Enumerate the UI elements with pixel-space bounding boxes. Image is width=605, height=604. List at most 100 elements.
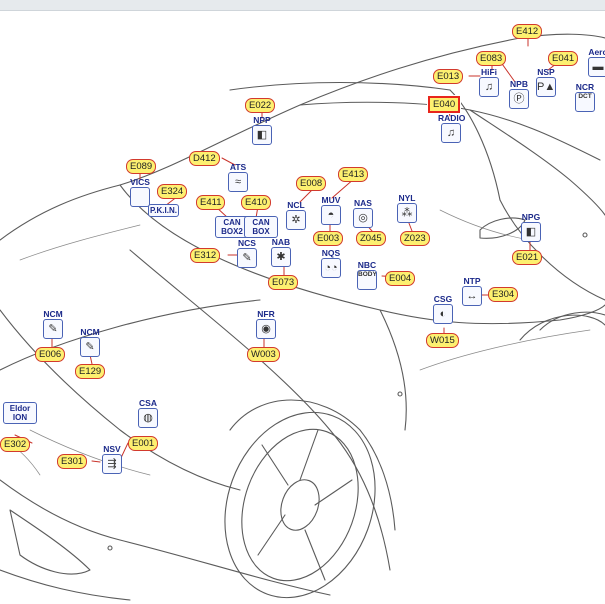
module-label: HiFi bbox=[480, 67, 498, 77]
npg-icon: ◧ bbox=[521, 222, 541, 242]
connector-tag-e041[interactable]: E041 bbox=[548, 51, 579, 66]
connector-tag-e411[interactable]: E411 bbox=[196, 195, 226, 210]
module-label: NAB bbox=[271, 237, 291, 247]
module-label: NSP bbox=[537, 67, 555, 77]
module-label: Aero bbox=[588, 47, 605, 57]
module-nyl[interactable]: NYL⁂ bbox=[394, 194, 420, 223]
connector-tag-e129[interactable]: E129 bbox=[75, 364, 106, 379]
npb-icon: Ⓟ bbox=[509, 89, 529, 109]
module-canbox2[interactable]: CAN BOX2 bbox=[215, 216, 249, 238]
module-npg[interactable]: NPG◧ bbox=[518, 213, 544, 242]
module-ncm2[interactable]: NCM✎ bbox=[77, 328, 103, 357]
module-label: MUV bbox=[321, 195, 341, 205]
module-label: RADIO bbox=[438, 113, 466, 123]
module-label: NPP bbox=[253, 115, 271, 125]
module-aero[interactable]: Aero▬ bbox=[585, 48, 605, 77]
nfr-icon: ◉ bbox=[256, 319, 276, 339]
module-csg[interactable]: CSG◐ bbox=[430, 295, 456, 324]
connector-tag-e410[interactable]: E410 bbox=[241, 195, 272, 210]
module-nsv[interactable]: NSV⇶ bbox=[99, 445, 125, 474]
module-label: NFR bbox=[257, 309, 275, 319]
nqs-icon: ◔◔ bbox=[321, 258, 341, 278]
csg-icon: ◐ bbox=[433, 304, 453, 324]
module-vics[interactable]: VICS bbox=[127, 178, 153, 207]
vics-icon bbox=[130, 187, 150, 207]
module-label: NCL bbox=[287, 200, 305, 210]
nas-icon: ◎ bbox=[353, 208, 373, 228]
module-label: NYL bbox=[398, 193, 416, 203]
connector-tag-e413[interactable]: E413 bbox=[338, 167, 369, 182]
module-label: NCM bbox=[80, 327, 100, 337]
connector-tag-d412[interactable]: D412 bbox=[189, 151, 220, 166]
nsv-icon: ⇶ bbox=[102, 454, 122, 474]
module-ntp[interactable]: NTP↔ bbox=[459, 277, 485, 306]
module-canbox[interactable]: CAN BOX bbox=[244, 216, 278, 238]
module-label: NPB bbox=[510, 79, 528, 89]
module-muv[interactable]: MUV◓ bbox=[318, 196, 344, 225]
connector-tag-e089[interactable]: E089 bbox=[126, 159, 157, 174]
connector-tag-e004[interactable]: E004 bbox=[385, 271, 416, 286]
module-label: NQS bbox=[321, 248, 341, 258]
module-label: NAS bbox=[354, 198, 372, 208]
module-eldorion[interactable]: Eldor ION bbox=[3, 402, 37, 424]
connector-tag-e312[interactable]: E312 bbox=[190, 248, 221, 263]
module-nfr[interactable]: NFR◉ bbox=[253, 310, 279, 339]
nsp-icon: P▲ bbox=[536, 77, 556, 97]
connector-tag-z023[interactable]: Z023 bbox=[400, 231, 430, 246]
module-label: NBC bbox=[357, 260, 377, 270]
ncm2-icon: ✎ bbox=[80, 337, 100, 357]
connector-tag-e301[interactable]: E301 bbox=[57, 454, 88, 469]
connector-tag-e412[interactable]: E412 bbox=[512, 24, 543, 39]
muv-icon: ◓ bbox=[321, 205, 341, 225]
connector-tag-w015[interactable]: W015 bbox=[426, 333, 459, 348]
connector-tag-e324[interactable]: E324 bbox=[157, 184, 188, 199]
connector-tag-e006[interactable]: E006 bbox=[35, 347, 66, 362]
module-nab[interactable]: NAB✱ bbox=[268, 238, 294, 267]
module-label: CSG bbox=[433, 294, 453, 304]
car-outline-drawing bbox=[0, 33, 605, 601]
connector-tag-e073[interactable]: E073 bbox=[268, 275, 299, 290]
connector-tag-w003[interactable]: W003 bbox=[247, 347, 280, 362]
connector-tag-e001[interactable]: E001 bbox=[128, 436, 159, 451]
module-nqs[interactable]: NQS◔◔ bbox=[318, 249, 344, 278]
connector-tag-e304[interactable]: E304 bbox=[488, 287, 519, 302]
module-npp[interactable]: NPP◧ bbox=[249, 116, 275, 145]
connector-tag-e022[interactable]: E022 bbox=[245, 98, 276, 113]
module-nas[interactable]: NAS◎ bbox=[350, 199, 376, 228]
connector-tag-e040[interactable]: E040 bbox=[428, 96, 461, 113]
module-label: ATS bbox=[229, 162, 247, 172]
nab-icon: ✱ bbox=[271, 247, 291, 267]
top-toolbar-strip bbox=[0, 0, 605, 11]
connector-tag-e003[interactable]: E003 bbox=[313, 231, 344, 246]
connector-tag-e083[interactable]: E083 bbox=[476, 51, 507, 66]
connector-tag-e013[interactable]: E013 bbox=[433, 69, 464, 84]
nyl-icon: ⁂ bbox=[397, 203, 417, 223]
aero-icon: ▬ bbox=[588, 57, 605, 77]
connector-tag-z045[interactable]: Z045 bbox=[356, 231, 386, 246]
connector-tag-e021[interactable]: E021 bbox=[512, 250, 543, 265]
connector-tag-e302[interactable]: E302 bbox=[0, 437, 31, 452]
module-ncs[interactable]: NCS✎ bbox=[234, 239, 260, 268]
module-label: NCM bbox=[43, 309, 63, 319]
module-radio[interactable]: RADIO♫ bbox=[438, 113, 466, 143]
nbc-icon: BODY bbox=[357, 270, 377, 290]
module-ats[interactable]: ATS≈ bbox=[225, 163, 251, 192]
module-label: NTP bbox=[463, 276, 481, 286]
connector-tag-e008[interactable]: E008 bbox=[296, 176, 327, 191]
module-csa[interactable]: CSA◍ bbox=[135, 399, 161, 428]
module-label: NCS bbox=[238, 238, 256, 248]
ncm1-icon: ✎ bbox=[43, 319, 63, 339]
ncr-icon: DCT bbox=[575, 92, 595, 112]
module-pkin[interactable]: P.K.I.N. bbox=[148, 204, 179, 217]
module-hifi[interactable]: HiFi♫ bbox=[476, 68, 502, 97]
module-ncl[interactable]: NCL✲ bbox=[283, 201, 309, 230]
module-label: CSA bbox=[139, 398, 157, 408]
ats-icon: ≈ bbox=[228, 172, 248, 192]
module-ncm1[interactable]: NCM✎ bbox=[40, 310, 66, 339]
npp-icon: ◧ bbox=[252, 125, 272, 145]
